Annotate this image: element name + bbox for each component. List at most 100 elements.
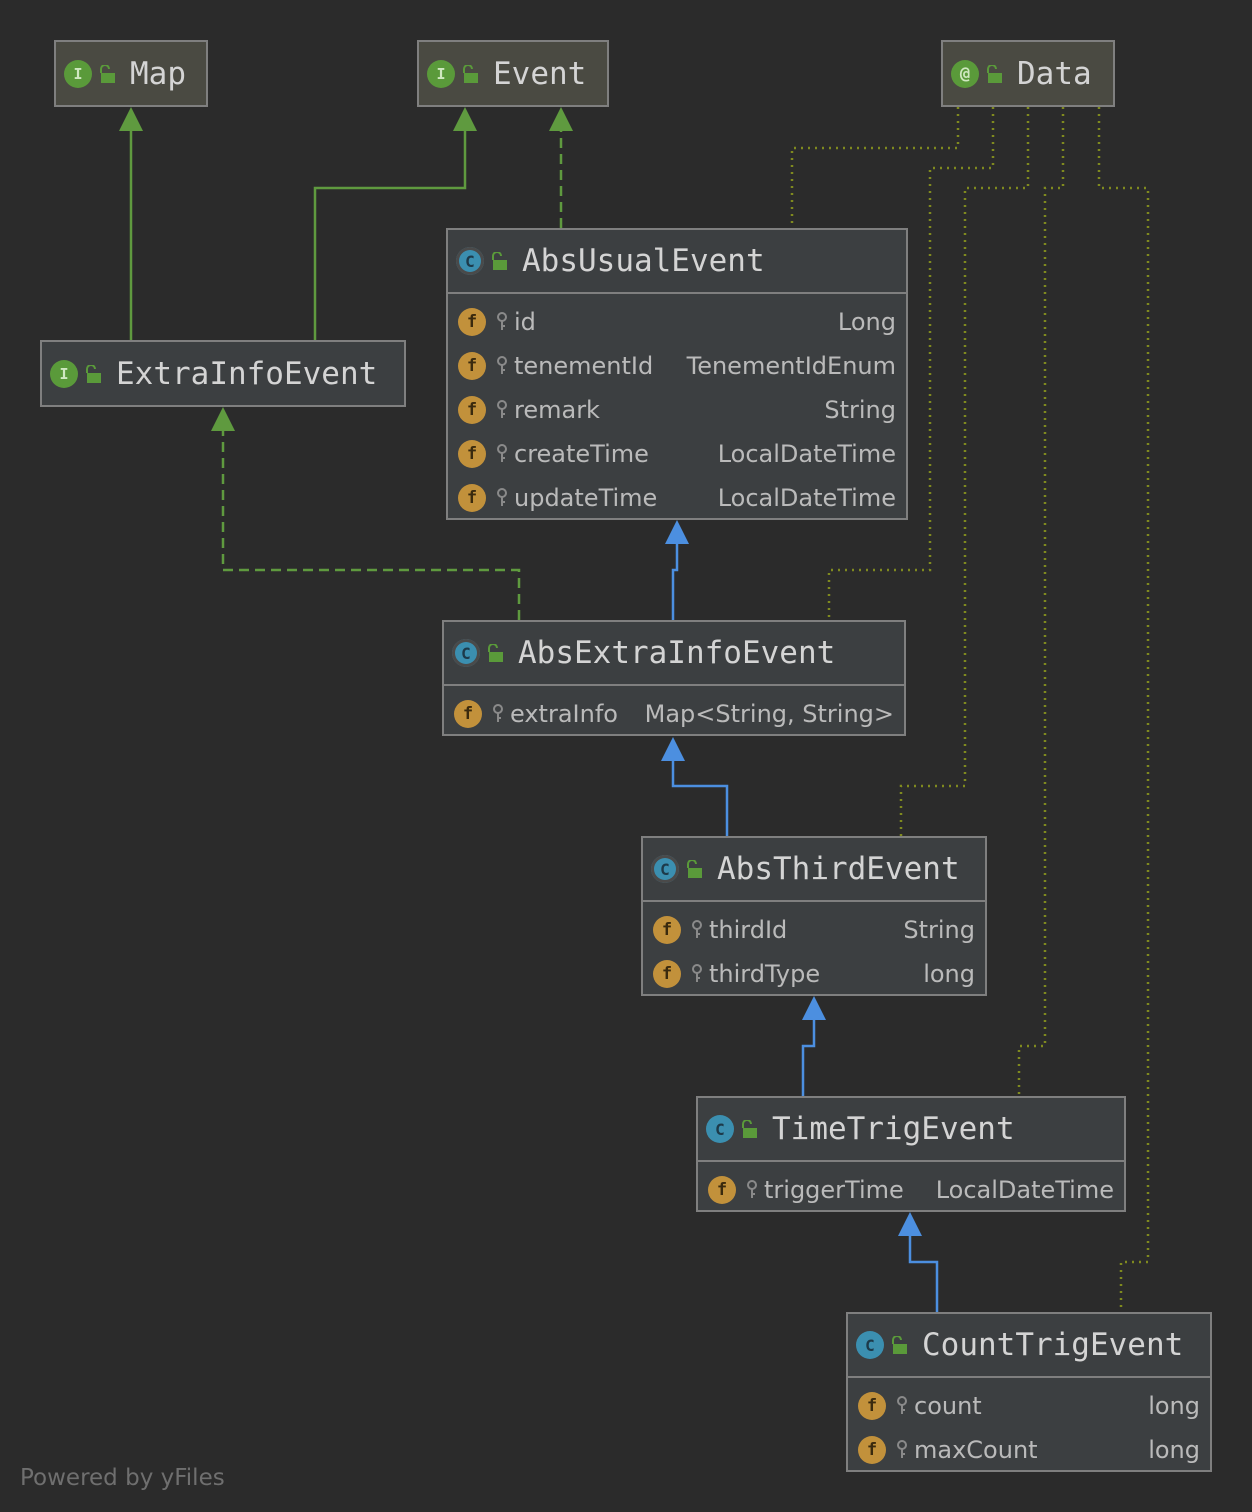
field-icon: f <box>708 1176 736 1204</box>
field-type: long <box>1148 1436 1200 1464</box>
node-title: Event <box>493 55 587 92</box>
node-title: AbsExtraInfoEvent <box>518 635 836 671</box>
arrowhead <box>898 1212 922 1236</box>
field-row[interactable]: f remark String <box>448 388 906 432</box>
field-row[interactable]: f updateTime LocalDateTime <box>448 476 906 520</box>
node-absusualevent[interactable]: C AbsUsualEvent f id Long f tenementId T… <box>446 228 908 520</box>
field-name: extraInfo <box>510 700 618 728</box>
field-type: long <box>1148 1392 1200 1420</box>
unlock-icon <box>492 252 507 270</box>
field-row[interactable]: f maxCount long <box>848 1428 1210 1472</box>
field-list: f triggerTime LocalDateTime <box>698 1160 1124 1216</box>
field-icon: f <box>653 916 681 944</box>
node-map[interactable]: I Map <box>54 40 208 107</box>
edge-absthirdevent-absextrainfoevent <box>671 755 729 836</box>
field-name: id <box>514 308 536 336</box>
field-row[interactable]: f triggerTime LocalDateTime <box>698 1168 1124 1212</box>
field-list: f extraInfo Map<String, String> <box>444 684 904 740</box>
field-name: remark <box>514 396 600 424</box>
node-title: AbsUsualEvent <box>522 243 765 279</box>
arrowhead <box>802 996 826 1020</box>
node-header: I Map <box>56 42 206 105</box>
field-name: maxCount <box>914 1436 1038 1464</box>
unlock-icon <box>463 64 478 83</box>
node-timetrigevent[interactable]: C TimeTrigEvent f triggerTime LocalDateT… <box>696 1096 1126 1212</box>
field-icon: f <box>458 484 486 512</box>
key-icon <box>497 312 507 330</box>
key-icon <box>692 964 702 982</box>
field-name: updateTime <box>514 484 658 512</box>
abstract-class-icon: C <box>651 855 679 883</box>
field-row[interactable]: f thirdId String <box>643 908 985 952</box>
node-title: TimeTrigEvent <box>772 1111 1015 1147</box>
node-header: C AbsUsualEvent <box>448 230 906 292</box>
node-absthirdevent[interactable]: C AbsThirdEvent f thirdId String f third… <box>641 836 987 996</box>
node-header: C AbsThirdEvent <box>643 838 985 900</box>
node-data[interactable]: @ Data <box>941 40 1115 107</box>
field-name: createTime <box>514 440 649 468</box>
field-row[interactable]: f createTime LocalDateTime <box>448 432 906 476</box>
field-icon: f <box>653 960 681 988</box>
arrowhead <box>665 520 689 544</box>
arrowhead <box>119 107 143 131</box>
arrowhead <box>211 407 235 431</box>
field-type: LocalDateTime <box>717 440 896 468</box>
field-type: String <box>903 916 975 944</box>
arrowhead <box>453 107 477 131</box>
node-counttrigevent[interactable]: C CountTrigEvent f count long f maxCount… <box>846 1312 1212 1472</box>
field-row[interactable]: f tenementId TenementIdEnum <box>448 344 906 388</box>
node-header: C TimeTrigEvent <box>698 1098 1124 1160</box>
key-icon <box>497 488 507 506</box>
edge-data-counttrigevent <box>1097 107 1150 1312</box>
key-icon <box>497 356 507 374</box>
interface-icon: I <box>427 59 455 88</box>
node-absextrainfoevent[interactable]: C AbsExtraInfoEvent f extraInfo Map<Stri… <box>442 620 906 736</box>
edge-data-absthirdevent <box>899 107 1030 836</box>
field-type: String <box>824 396 896 424</box>
key-icon <box>747 1180 757 1198</box>
edge-data-timetrigevent <box>1017 107 1065 1096</box>
field-row[interactable]: f extraInfo Map<String, String> <box>444 692 904 736</box>
edge-data-absusualevent <box>790 107 960 228</box>
field-icon: f <box>458 308 486 336</box>
node-extrainfoevent[interactable]: I ExtraInfoEvent <box>40 340 406 407</box>
node-event[interactable]: I Event <box>417 40 609 107</box>
annotation-icon: @ <box>951 59 979 88</box>
edge-absextrainfoevent-extrainfoevent <box>221 425 521 620</box>
abstract-class-icon: C <box>452 639 480 667</box>
field-row[interactable]: f thirdType long <box>643 952 985 996</box>
field-name: tenementId <box>514 352 654 380</box>
field-list: f id Long f tenementId TenementIdEnum f … <box>448 292 906 524</box>
green-arrowheads <box>119 107 573 431</box>
node-header: C CountTrigEvent <box>848 1314 1210 1376</box>
key-icon <box>897 1440 907 1458</box>
unlock-icon <box>987 64 1002 83</box>
node-title: Map <box>130 55 186 92</box>
field-row[interactable]: f id Long <box>448 300 906 344</box>
key-icon <box>897 1396 907 1414</box>
class-icon: C <box>856 1331 884 1359</box>
node-header: I ExtraInfoEvent <box>42 342 404 405</box>
field-row[interactable]: f count long <box>848 1384 1210 1428</box>
field-type: LocalDateTime <box>717 484 896 512</box>
blue-arrowheads <box>661 520 922 1236</box>
arrowhead <box>549 107 573 131</box>
field-list: f thirdId String f thirdType long <box>643 900 985 1000</box>
node-title: AbsThirdEvent <box>717 851 960 887</box>
edge-timetrigevent-absthirdevent <box>801 1014 816 1096</box>
field-type: LocalDateTime <box>935 1176 1114 1204</box>
powered-by-label: Powered by yFiles <box>20 1465 225 1491</box>
key-icon <box>493 704 503 722</box>
interface-icon: I <box>64 59 92 88</box>
key-icon <box>497 444 507 462</box>
node-header: C AbsExtraInfoEvent <box>444 622 904 684</box>
unlock-icon <box>742 1120 757 1138</box>
key-icon <box>692 920 702 938</box>
field-icon: f <box>458 440 486 468</box>
edge-data-absextrainfoevent <box>827 107 995 620</box>
edge-extrainfoevent-event <box>313 125 467 340</box>
field-list: f count long f maxCount long <box>848 1376 1210 1476</box>
node-header: @ Data <box>943 42 1113 105</box>
field-icon: f <box>858 1436 886 1464</box>
